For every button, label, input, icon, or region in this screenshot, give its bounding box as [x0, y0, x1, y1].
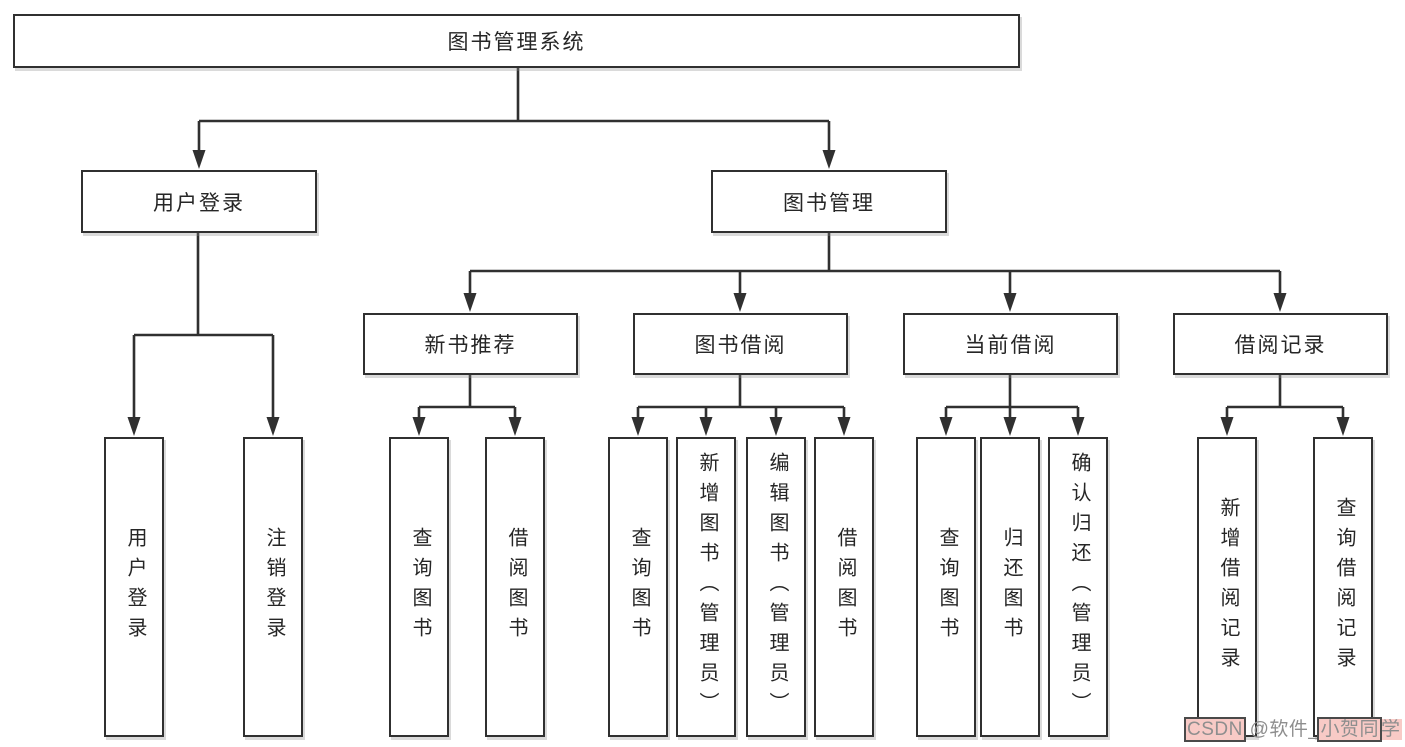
arrowhead [1071, 417, 1085, 436]
arrowhead [127, 417, 141, 436]
watermark-handle-segment: @软件_ [1243, 719, 1320, 740]
arrowhead [508, 417, 522, 436]
arrowhead [1003, 293, 1017, 312]
connector-user-login-children [132, 233, 275, 420]
arrowhead [769, 417, 783, 436]
node-user-login-leaf: 用户登录 [104, 437, 164, 737]
arrowhead [192, 150, 206, 169]
watermark-csdn-segment: CSDN [1184, 717, 1246, 742]
node-book-management: 图书管理 [711, 170, 947, 233]
arrowhead [1273, 293, 1287, 312]
node-add-books-admin: 新增图书（管理员） [676, 437, 736, 737]
connector-root-to-level2 [197, 68, 831, 153]
arrowhead [1220, 417, 1234, 436]
connector-book-borrow-children [636, 375, 846, 421]
node-borrow-books-newbook: 借阅图书 [485, 437, 545, 737]
connector-current-borrow-children [944, 375, 1080, 421]
connector-book-mgmt-children [468, 233, 1282, 296]
csdn-watermark: CSDN @软件_小贺同学 [1184, 714, 1402, 742]
arrowhead [939, 417, 953, 436]
node-user-login: 用户登录 [81, 170, 317, 233]
arrowhead [699, 417, 713, 436]
arrowhead [412, 417, 426, 436]
arrowhead [1336, 417, 1350, 436]
arrowhead [1003, 417, 1017, 436]
node-confirm-return-admin: 确认归还（管理员） [1048, 437, 1108, 737]
node-current-borrowing: 当前借阅 [903, 313, 1118, 375]
node-query-books-borrowing: 查询图书 [608, 437, 668, 737]
arrowhead [837, 417, 851, 436]
node-library-management-system: 图书管理系统 [13, 14, 1020, 68]
node-borrow-records: 借阅记录 [1173, 313, 1388, 375]
connector-borrow-record-children [1225, 375, 1345, 421]
arrowhead [631, 417, 645, 436]
node-query-books-newbook: 查询图书 [389, 437, 449, 737]
arrowhead [266, 417, 280, 436]
node-add-borrow-record: 新增借阅记录 [1197, 437, 1257, 737]
node-edit-books-admin: 编辑图书（管理员） [746, 437, 806, 737]
arrowhead [463, 293, 477, 312]
watermark-user-tail-segment: 学 [1380, 719, 1402, 740]
watermark-user-segment: 小贺同 [1317, 717, 1382, 742]
node-logout: 注销登录 [243, 437, 303, 737]
arrowhead [822, 150, 836, 169]
node-borrow-books-borrowing: 借阅图书 [814, 437, 874, 737]
node-query-books-current: 查询图书 [916, 437, 976, 737]
arrowhead [733, 293, 747, 312]
connector-new-book-children [417, 375, 517, 421]
node-query-borrow-record: 查询借阅记录 [1313, 437, 1373, 737]
node-book-borrowing: 图书借阅 [633, 313, 848, 375]
arrowheads [127, 150, 1350, 436]
node-return-books: 归还图书 [980, 437, 1040, 737]
node-new-book-recommendation: 新书推荐 [363, 313, 578, 375]
